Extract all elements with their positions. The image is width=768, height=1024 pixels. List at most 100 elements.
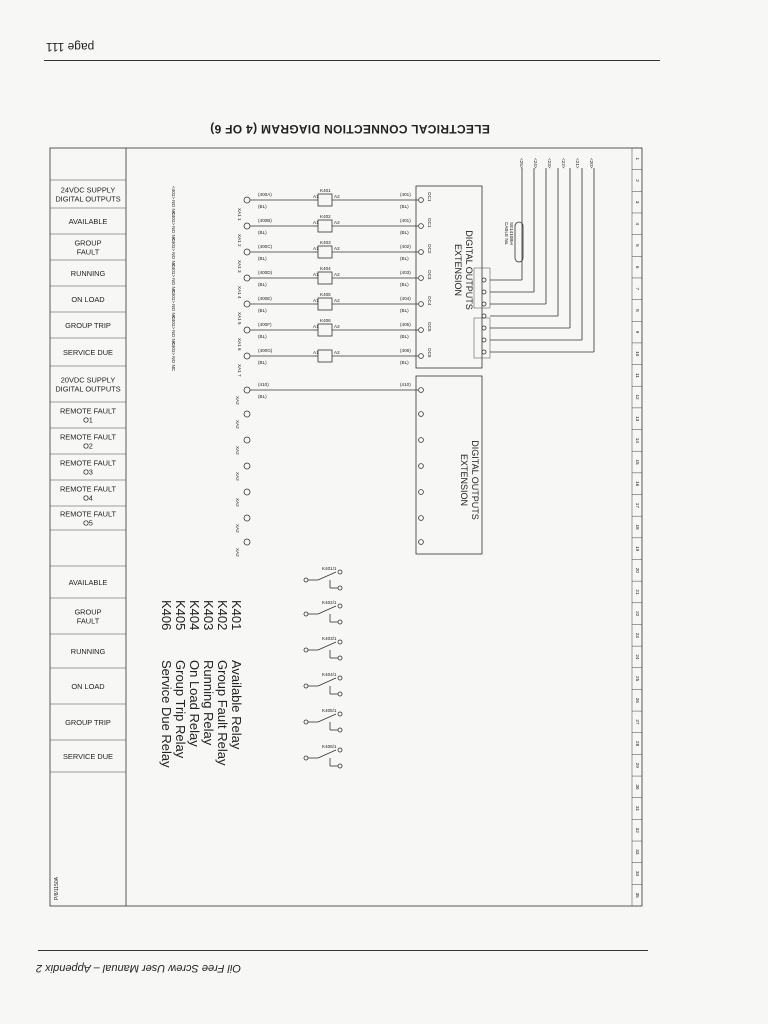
- coil-a2: A2: [334, 220, 340, 225]
- extension-label-upper-2: DIGITAL OUTPUTS: [464, 230, 474, 310]
- grid-number: 22: [635, 611, 640, 617]
- grid-number: 24: [635, 654, 640, 660]
- terminal-xa2: [243, 410, 251, 418]
- cable-label-2: SE1410BH: [509, 222, 514, 245]
- ext-terminal: [418, 327, 424, 333]
- ext-terminal-lower: [418, 387, 424, 393]
- terminal-xa1: [243, 222, 251, 230]
- coil-a2: A2: [334, 246, 340, 251]
- grid-number: 26: [635, 698, 640, 704]
- left-row-label: REMOTE FAULT: [60, 407, 117, 416]
- ext-terminal-label: OC5: [427, 322, 432, 332]
- relay-id: K405: [320, 292, 331, 297]
- ext-terminal-lower: [418, 515, 424, 521]
- wire-sheet: (BL): [258, 230, 267, 235]
- ext-terminal-lower: [418, 463, 424, 469]
- output-wire: (401): [400, 192, 411, 197]
- legend-description: On Load Relay: [187, 660, 202, 747]
- extension-block-lower: [415, 375, 483, 555]
- ext-terminal-lower: [418, 437, 424, 443]
- wire-sheet: (BL): [258, 282, 267, 287]
- terminal-xa2: [243, 538, 251, 546]
- wire-sheet: (BL): [258, 256, 267, 261]
- coil-a2: A2: [334, 194, 340, 199]
- drawing-frame: [49, 147, 643, 907]
- extension-label-lower: EXTENSION: [459, 454, 469, 506]
- tb-text: <401> NO NC: [171, 316, 176, 346]
- grid-number: 28: [635, 741, 640, 747]
- terminal-xa1: [243, 352, 251, 360]
- wire-sheet: (BL): [258, 334, 267, 339]
- relay-coil: [317, 323, 333, 337]
- left-row-label: SERVICE DUE: [63, 348, 113, 357]
- coil-a1: A1: [313, 272, 319, 277]
- connector-pin-label: <22>: [561, 158, 566, 169]
- left-row-label: GROUP: [74, 608, 101, 617]
- tb-text: <401> NO NC: [171, 264, 176, 294]
- left-row-label: REMOTE FAULT: [60, 510, 117, 519]
- relay-coil: [317, 297, 333, 311]
- ext-terminal: [418, 223, 424, 229]
- output-sheet: (BL): [400, 308, 409, 313]
- grid-number: 15: [635, 459, 640, 465]
- connector-pin-label: <23>: [547, 158, 552, 169]
- svg-text:XA2: XA2: [235, 472, 240, 481]
- ext-terminal: [418, 197, 424, 203]
- output-wire: (406): [400, 348, 411, 353]
- grid-number: 35: [635, 893, 640, 899]
- svg-text:(410): (410): [258, 382, 269, 387]
- ext-terminal-label: OC2: [427, 244, 432, 254]
- terminal-xa2: [243, 462, 251, 470]
- left-row-label: O3: [83, 468, 93, 477]
- left-row-label: DIGITAL OUTPUTS: [55, 195, 120, 204]
- relay-id: K402: [320, 214, 331, 219]
- wire-label: (400B): [258, 218, 272, 223]
- output-wire: (404): [400, 296, 411, 301]
- terminal-label: XA1 2: [237, 234, 242, 247]
- coil-a1: A1: [313, 350, 319, 355]
- ext-terminal-lower: [418, 411, 424, 417]
- grid-number: 16: [635, 481, 640, 487]
- grid-number: 18: [635, 524, 640, 530]
- output-sheet: (BL): [400, 256, 409, 261]
- left-row-label: ON LOAD: [71, 295, 104, 304]
- coil-a1: A1: [313, 324, 319, 329]
- output-wire: (403): [400, 270, 411, 275]
- terminal-xa1: [243, 196, 251, 204]
- ext-terminal-label: OC6: [427, 348, 432, 358]
- grid-number: 2: [635, 179, 640, 182]
- grid-number: 12: [635, 394, 640, 400]
- left-row-label: FAULT: [77, 248, 100, 257]
- output-wire: (402): [400, 244, 411, 249]
- cable-feeder-lines: <25><24><23><22><21><20>: [481, 158, 595, 355]
- legend-description: Available Relay: [229, 660, 244, 750]
- ext-terminal-lower: [418, 539, 424, 545]
- ext-terminal: [418, 301, 424, 307]
- terminal-label: XA1 7: [237, 364, 242, 377]
- terminal-xa1: [243, 326, 251, 334]
- left-row-label: FAULT: [77, 617, 100, 626]
- svg-text:(BL): (BL): [258, 394, 267, 399]
- grid-number: 27: [635, 719, 640, 725]
- terminal-label: XA1 3: [237, 260, 242, 273]
- grid-number: 19: [635, 546, 640, 552]
- coil-a2: A2: [334, 298, 340, 303]
- grid-number: 34: [635, 871, 640, 877]
- relay-id: K403: [320, 240, 331, 245]
- grid-number: 29: [635, 763, 640, 769]
- grid-number: 7: [635, 287, 640, 290]
- left-row-label: REMOTE FAULT: [60, 485, 117, 494]
- grid-numbers: 1234567891011121314151617181920212223242…: [632, 147, 642, 899]
- left-row-label: O1: [83, 416, 93, 425]
- output-wire: (401): [400, 218, 411, 223]
- legend-code: K403: [201, 600, 216, 630]
- terminal-label: XA1 4: [237, 286, 242, 299]
- ext-terminal-label: OC3: [427, 270, 432, 280]
- svg-text:XA2: XA2: [235, 420, 240, 429]
- svg-text:XA2: XA2: [235, 446, 240, 455]
- grid-number: 23: [635, 633, 640, 639]
